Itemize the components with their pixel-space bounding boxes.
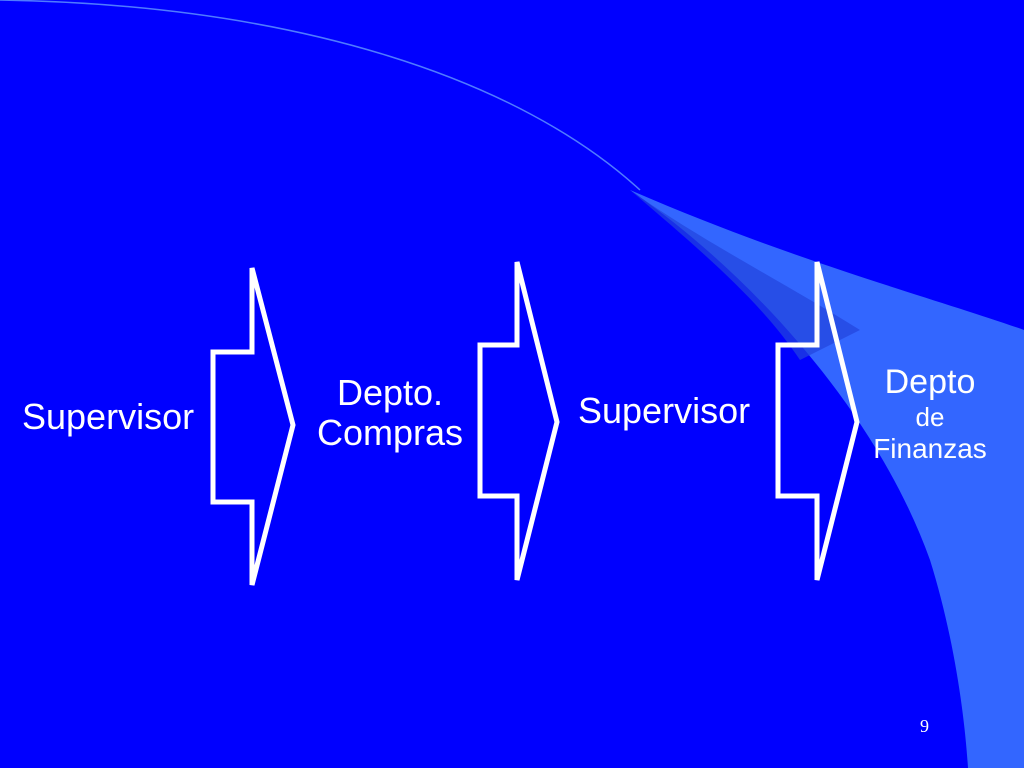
step-depto-compras-line-2: Compras	[316, 412, 464, 453]
decorative-curve-line	[0, 0, 641, 191]
step-depto-finanzas-label: Depto de Finanzas	[855, 362, 1005, 466]
page-number: 9	[920, 716, 929, 736]
arrow-right-icon	[775, 261, 860, 581]
step-depto-finanzas-line-2: de	[915, 402, 945, 432]
arrow-right-icon	[477, 261, 560, 581]
step-supervisor-2-label: Supervisor	[578, 390, 750, 432]
step-supervisor-2-text: Supervisor	[578, 390, 751, 431]
step-depto-compras-line-1: Depto.	[336, 372, 444, 413]
step-supervisor-text: Supervisor	[22, 396, 195, 437]
decorative-band-shadow	[630, 190, 860, 360]
arrow-right-icon	[210, 267, 296, 586]
step-depto-compras-label: Depto. Compras	[305, 373, 475, 453]
decorative-band	[630, 190, 1024, 768]
step-depto-finanzas-line-1: Depto	[884, 363, 976, 401]
step-depto-finanzas-line-3: Finanzas	[873, 433, 987, 464]
step-supervisor-label: Supervisor	[22, 396, 194, 438]
